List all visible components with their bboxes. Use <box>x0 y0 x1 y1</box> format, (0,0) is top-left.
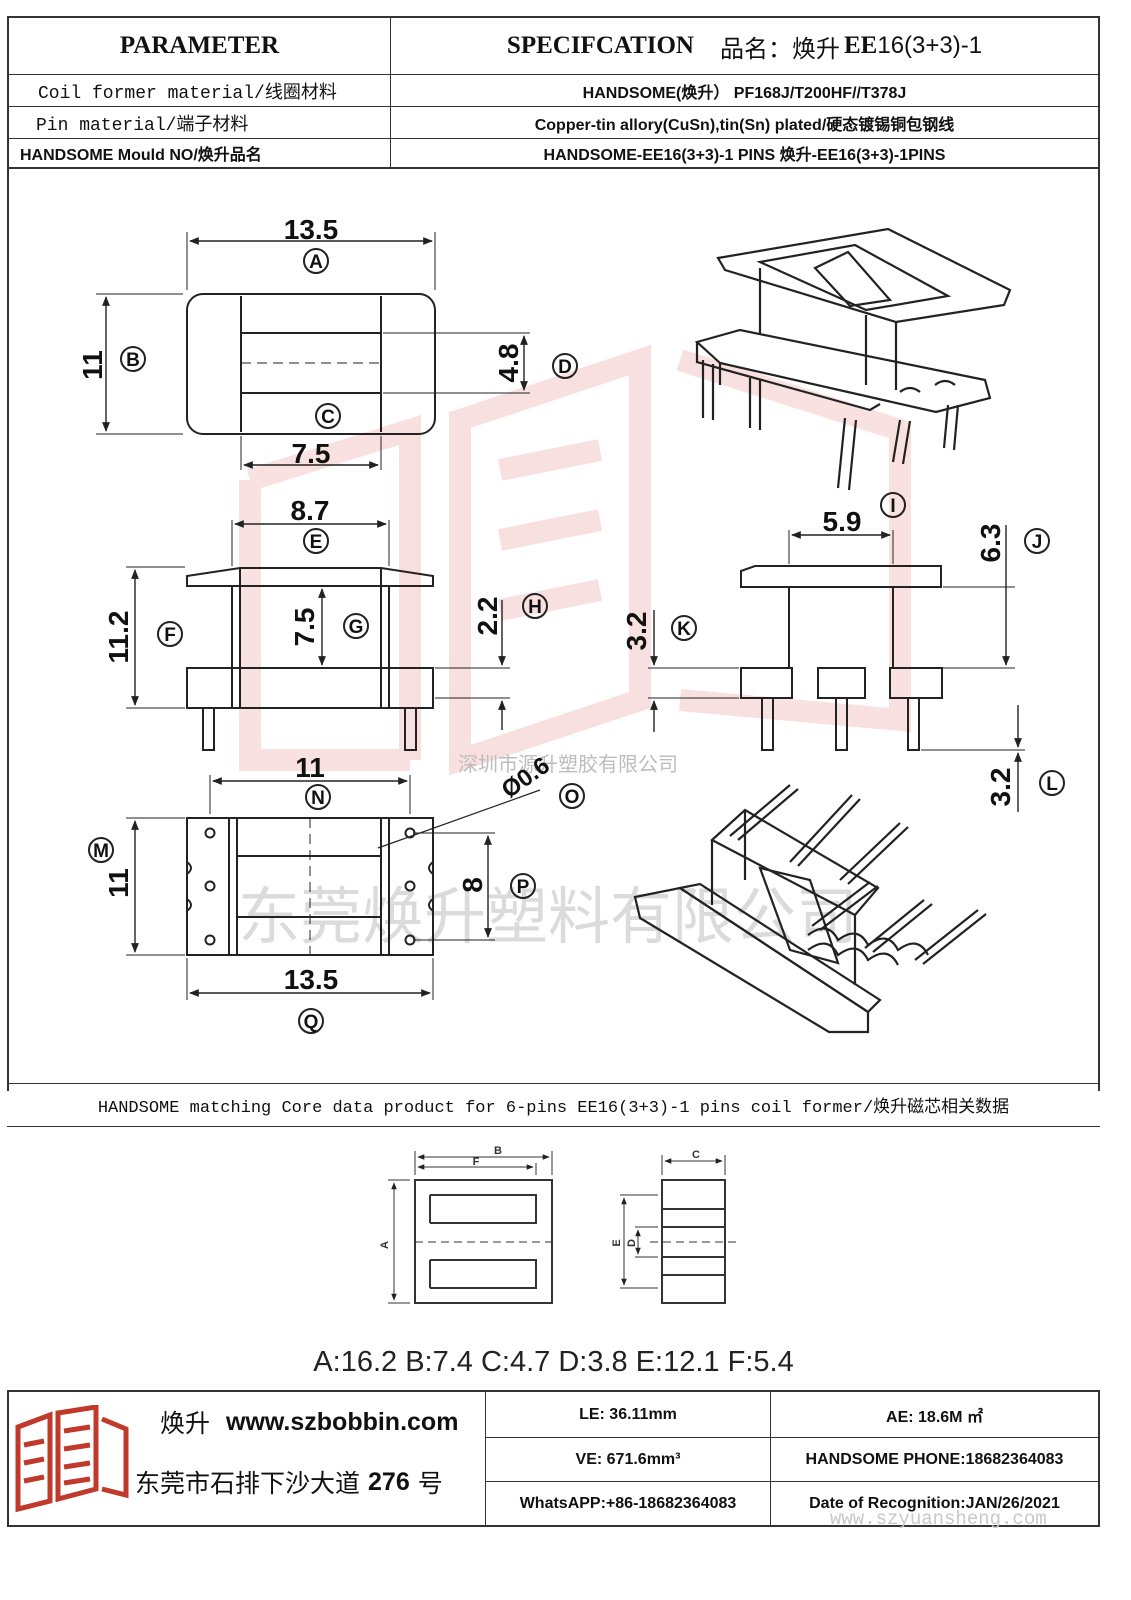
label-h: H <box>522 593 548 619</box>
footer-ae: AE: 18.6M ㎡ <box>886 1408 983 1426</box>
technical-drawing: 深圳市源升塑胶有限公司 东莞焕升塑料有限公司 <box>77 214 1065 1034</box>
dim-q-value: 13.5 <box>284 964 339 995</box>
dim-m-value: 11 <box>103 868 134 898</box>
label-c: C <box>315 403 341 429</box>
dim-c-value: 7.5 <box>292 438 331 469</box>
spec-value-coil-former: HANDSOME(焕升） PF168J/T200HF//T378J <box>582 84 907 102</box>
footer-whatsapp: WhatsAPP:+86-18682364083 <box>519 1494 737 1512</box>
label-g: G <box>343 613 369 639</box>
model-prefix: EE <box>843 32 878 59</box>
spec-label-coil-former: Coil former material/线圈材料 <box>38 83 337 104</box>
footer-le: LE: 36.11mm <box>579 1405 677 1423</box>
footer-phone: HANDSOME PHONE:18682364083 <box>805 1450 1064 1468</box>
label-q: Q <box>298 1008 324 1034</box>
footer-website[interactable]: www.szbobbin.com <box>226 1407 459 1436</box>
label-o: O <box>559 783 585 809</box>
footer-address: 东莞市石排下沙大道 <box>135 1470 361 1498</box>
core-drawing: B F A C E D <box>379 1145 740 1304</box>
svg-text:O: O <box>565 787 580 808</box>
spec-value-pin-material: Copper-tin allory(CuSn),tin(Sn) plated/硬… <box>534 116 955 134</box>
label-f: F <box>157 621 183 647</box>
top-view <box>96 232 530 470</box>
svg-text:F: F <box>164 625 176 646</box>
dimension-values: 13.5 11 7.5 4.8 8.7 11.2 7.5 2.2 5.9 6.3… <box>77 214 1016 995</box>
svg-text:M: M <box>93 841 109 862</box>
core-section-title: HANDSOME matching Core data product for … <box>97 1099 1010 1118</box>
core-label-f: F <box>473 1156 480 1168</box>
label-e: E <box>303 528 329 554</box>
label-l: L <box>1039 770 1065 796</box>
circled-labels: A B C D E F G H I J K L M N O P Q <box>88 248 1065 1034</box>
dim-j-value: 6.3 <box>975 524 1006 563</box>
core-label-b: B <box>494 1145 502 1157</box>
dim-e-value: 8.7 <box>291 495 330 526</box>
core-label-e: E <box>611 1239 623 1246</box>
svg-text:B: B <box>126 350 140 371</box>
dim-g-value: 7.5 <box>289 608 320 647</box>
core-dimensions: A:16.2 B:7.4 C:4.7 D:3.8 E:12.1 F:5.4 <box>313 1345 794 1378</box>
dim-b-value: 11 <box>77 350 108 380</box>
specification-header: SPECIFCATION 品名：焕升 EE 16(3+3)-1 <box>391 18 1098 74</box>
core-label-a: A <box>379 1241 391 1249</box>
dim-h-value: 2.2 <box>472 597 503 636</box>
footer-brand: 焕升 <box>160 1410 211 1438</box>
dim-d-value: 4.8 <box>493 344 524 383</box>
svg-text:N: N <box>311 788 325 809</box>
brand-logo <box>15 1405 129 1513</box>
svg-text:Q: Q <box>304 1012 319 1033</box>
svg-text:E: E <box>310 532 323 553</box>
front-view <box>126 520 510 751</box>
svg-text:G: G <box>349 617 364 638</box>
label-m: M <box>88 837 114 863</box>
svg-text:J: J <box>1032 532 1043 553</box>
core-label-d: D <box>626 1239 638 1247</box>
core-label-c: C <box>692 1149 700 1161</box>
bottom-view <box>126 775 541 1000</box>
svg-text:P: P <box>517 877 530 898</box>
label-j: J <box>1024 528 1050 554</box>
label-k: K <box>671 615 697 641</box>
watermark-small: 深圳市源升塑胶有限公司 <box>458 753 678 776</box>
label-i: I <box>880 492 906 518</box>
dim-f-value: 11.2 <box>103 611 134 664</box>
dim-i-value: 5.9 <box>823 506 862 537</box>
label-p: P <box>510 873 536 899</box>
specification-label: SPECIFCATION <box>506 32 694 59</box>
footer-address-number: 276 <box>368 1467 410 1496</box>
svg-text:C: C <box>321 407 335 428</box>
label-b: B <box>120 346 146 372</box>
watermark-logo <box>239 344 911 776</box>
label-n: N <box>305 784 331 810</box>
spec-label-pin-material: Pin material/端子材料 <box>36 115 249 136</box>
dim-n-value: 11 <box>295 752 325 783</box>
svg-text:A: A <box>309 252 323 273</box>
dim-a-value: 13.5 <box>284 214 339 245</box>
spec-label-mould-no: HANDSOME Mould NO/焕升品名 <box>20 147 262 164</box>
spec-value-mould-no: HANDSOME-EE16(3+3)-1 PINS 焕升-EE16(3+3)-1… <box>543 147 946 164</box>
isometric-view-bottom <box>633 784 987 1034</box>
svg-text:K: K <box>677 619 691 640</box>
footer-address-suffix: 号 <box>417 1470 443 1498</box>
side-view <box>648 525 1025 812</box>
svg-text:I: I <box>890 496 895 517</box>
product-name-label: 品名：焕升 <box>719 35 840 63</box>
parameter-header: PARAMETER <box>119 32 280 59</box>
dim-l-value: 3.2 <box>985 768 1016 807</box>
svg-text:D: D <box>558 357 572 378</box>
watermark-url: www.szyuansheng.com <box>830 1508 1047 1530</box>
svg-text:H: H <box>528 597 542 618</box>
isometric-view-top <box>694 227 1012 491</box>
model-number: 16(3+3)-1 <box>877 32 983 59</box>
dim-k-value: 3.2 <box>621 612 652 651</box>
footer-ve: VE: 671.6mm³ <box>575 1450 681 1468</box>
svg-text:L: L <box>1046 774 1058 795</box>
dim-p-value: 8 <box>457 877 488 893</box>
label-a: A <box>303 248 329 274</box>
label-d: D <box>552 353 578 379</box>
footer-date: Date of Recognition:JAN/26/2021 <box>809 1494 1060 1512</box>
